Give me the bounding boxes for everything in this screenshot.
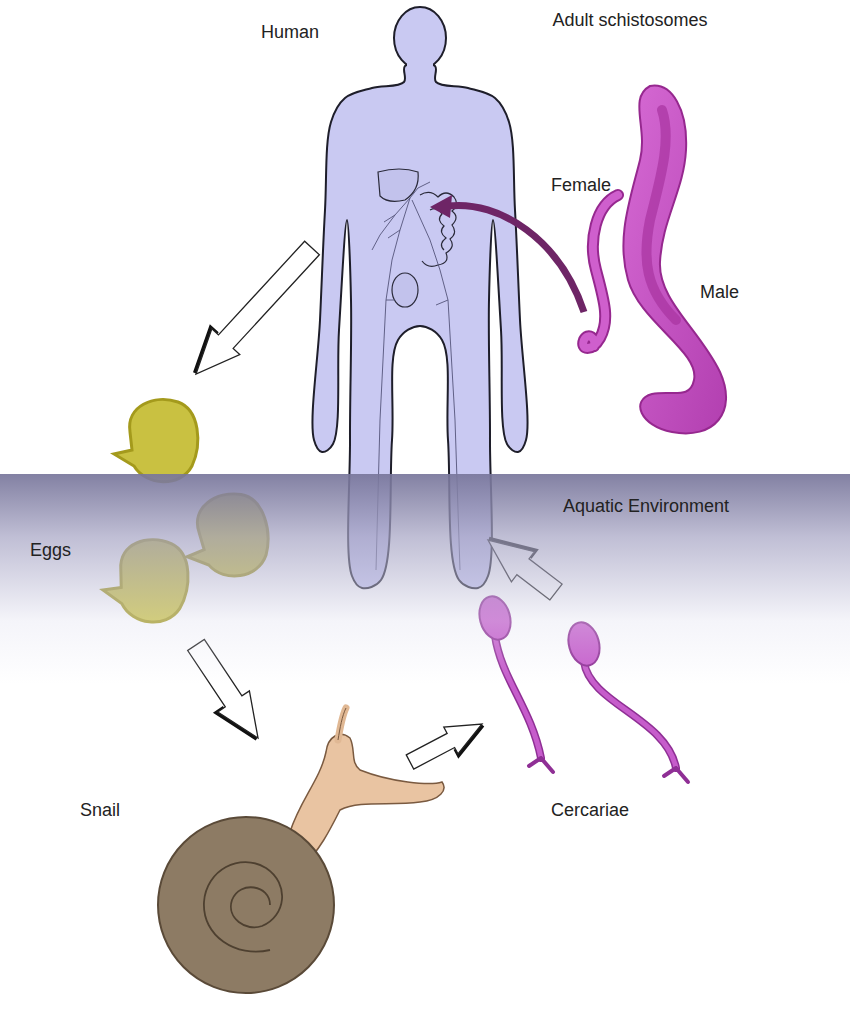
infection-site-arrowhead [430,195,452,218]
host-label: Snail [80,800,120,822]
host-label: Human [261,22,319,44]
stage-label: Eggs [30,540,71,562]
arrow-human-to-eggs [195,241,319,374]
aquatic-band: Aquatic Environment [0,474,850,684]
infection-site-arrow [448,205,584,312]
sex-label: Male [700,282,739,304]
human-head [394,7,446,69]
adult-schistosomes [583,86,726,434]
stage-label: Cercariae [551,800,629,822]
sex-label: Female [551,175,611,197]
region-label: Aquatic Environment [563,496,729,518]
snail [158,708,444,993]
arrow-snail-to-cercariae [406,724,482,769]
stage-label: Adult schistosomes [552,10,707,32]
